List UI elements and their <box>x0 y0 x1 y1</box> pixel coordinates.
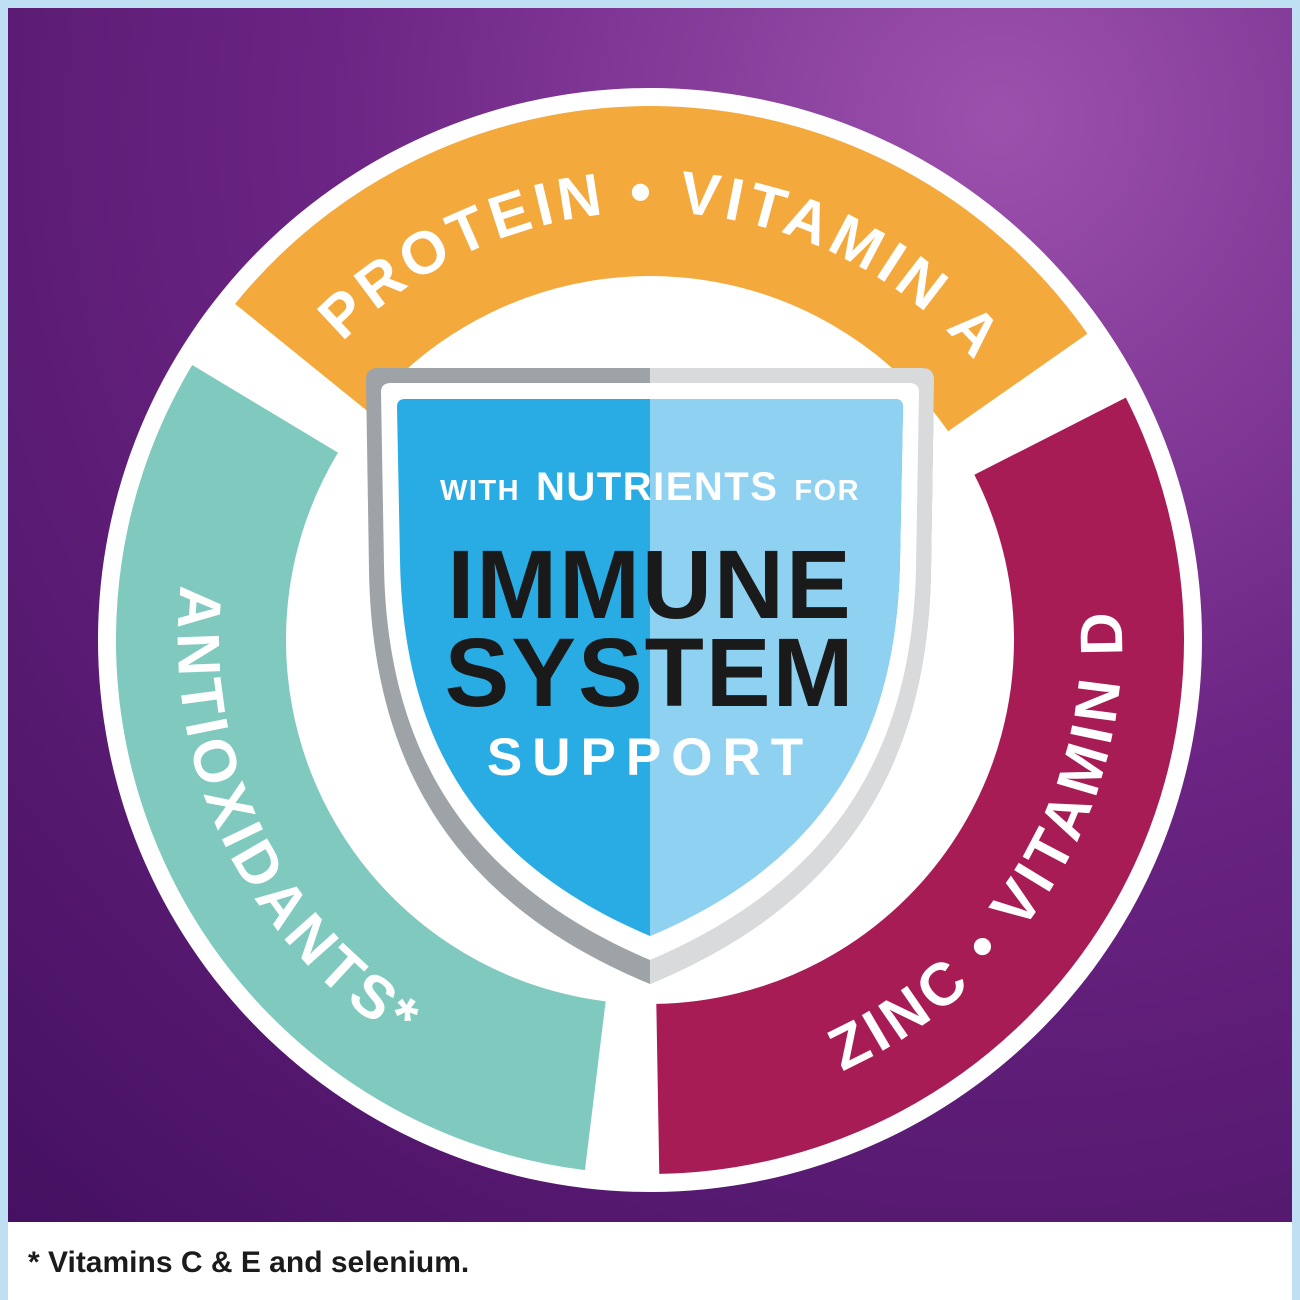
eyebrow-nutrients: NUTRIENTS <box>536 465 778 509</box>
shield-subtitle-support: SUPPORT <box>487 728 813 787</box>
shield-field-right <box>650 399 903 936</box>
footnote-bar <box>8 1222 1292 1300</box>
shield-eyebrow-text: WITH NUTRIENTS FOR <box>440 465 860 509</box>
ring-segment-zinc-vitamin-d <box>655 397 1184 1174</box>
shield-title-immune: IMMUNE <box>447 530 852 639</box>
shield-title-system: SYSTEM <box>445 618 856 727</box>
footnote-text: * Vitamins C & E and selenium. <box>28 1246 469 1279</box>
ring-segment-protein-vitamin-a <box>235 106 1088 432</box>
eyebrow-for: FOR <box>794 475 860 507</box>
shield-icon: WITH NUTRIENTS FOR IMMUNE SYSTEM SUPPORT <box>366 368 934 984</box>
ring-segment-antioxidants <box>115 365 607 1171</box>
eyebrow-with: WITH <box>440 475 520 507</box>
